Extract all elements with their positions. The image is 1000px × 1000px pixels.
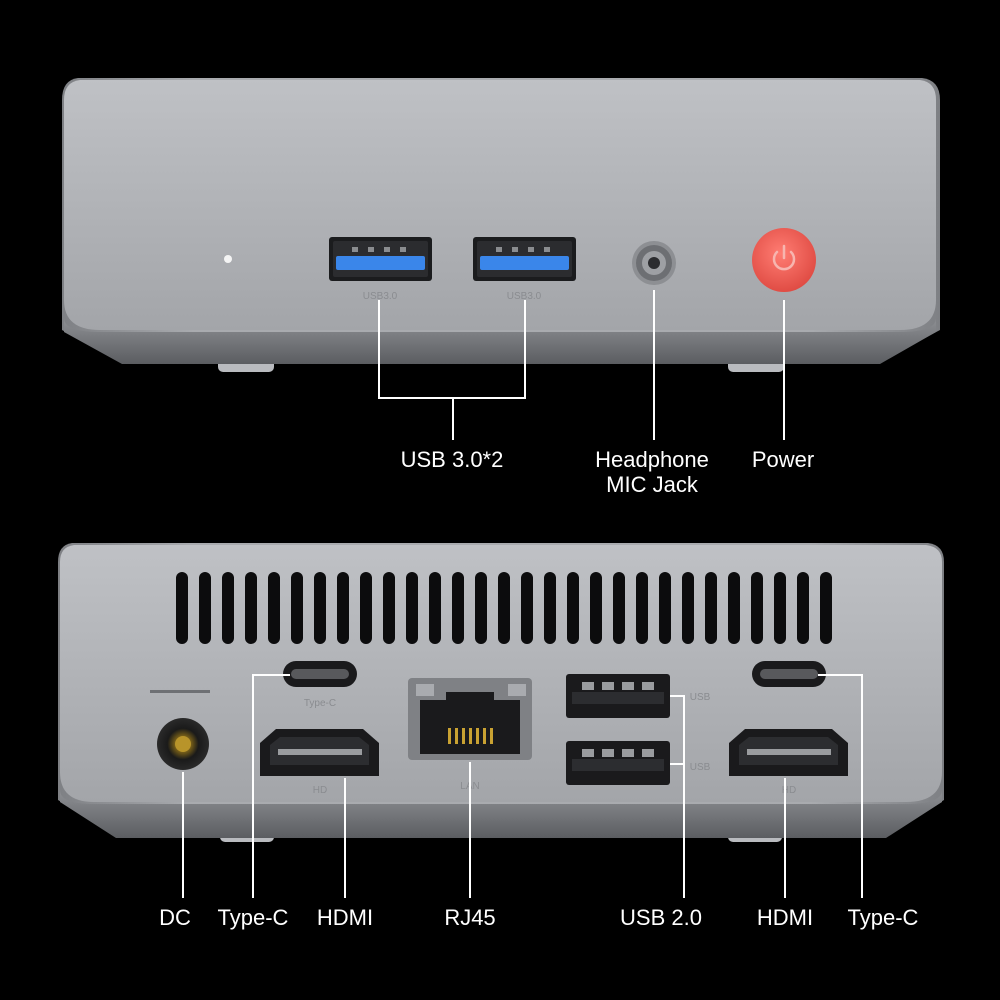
power-led (224, 255, 232, 263)
hdmi-port-left: HD (260, 729, 379, 796)
headphone-jack (632, 241, 676, 285)
hdmi-left-print: HD (313, 785, 327, 796)
power-button (752, 228, 816, 292)
usb2-port-top: USB (566, 674, 711, 718)
label-hdmi-left: HDMI (317, 905, 373, 930)
rear-callout-lines (182, 674, 863, 898)
usb3-right-print: USB3.0 (507, 291, 542, 302)
label-typec-right: Type-C (848, 905, 919, 930)
label-power: Power (752, 447, 814, 472)
usb2-port-bottom: USB (566, 741, 711, 785)
rj45-port: LAN (408, 678, 532, 792)
rear-panel: Type-C HD LAN (58, 543, 944, 842)
front-panel: USB3.0 USB3.0 (62, 78, 940, 372)
power-icon (772, 244, 796, 271)
label-usb2: USB 2.0 (620, 905, 702, 930)
front-bottom-bevel (64, 318, 936, 364)
label-rj45: RJ45 (444, 905, 495, 930)
label-usb3: USB 3.0*2 (401, 447, 504, 472)
label-dc: DC (159, 905, 191, 930)
label-mic-jack: MIC Jack (606, 472, 699, 497)
hdmi-right-print: HD (782, 785, 796, 796)
usb-top-print: USB (690, 692, 711, 703)
vent-grille (176, 572, 832, 644)
hdmi-port-right: HD (729, 729, 848, 796)
rear-bottom-bevel (60, 790, 942, 838)
usb3-port-left: USB3.0 (329, 237, 432, 302)
label-typec-left: Type-C (218, 905, 289, 930)
dc-jack (150, 690, 210, 770)
usb3-left-print: USB3.0 (363, 291, 398, 302)
usb-bottom-print: USB (690, 762, 711, 773)
front-callout-lines (378, 290, 785, 440)
front-top-face (64, 80, 936, 330)
typec-port-right (752, 661, 826, 687)
typec-left-print: Type-C (304, 698, 336, 709)
label-hdmi-right: HDMI (757, 905, 813, 930)
label-headphone: Headphone (595, 447, 709, 472)
usb3-port-right: USB3.0 (473, 237, 576, 302)
typec-port-left: Type-C (283, 661, 357, 709)
